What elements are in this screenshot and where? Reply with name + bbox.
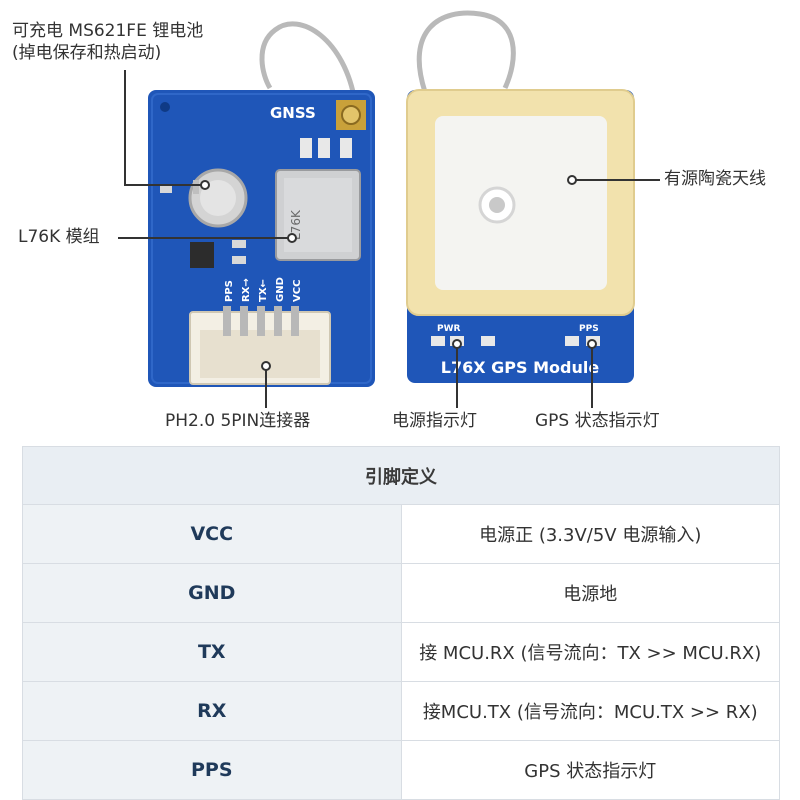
table-row: PPS GPS 状态指示灯 — [22, 740, 780, 800]
pin-label-rx: RX→ — [241, 278, 252, 302]
table-row: GND 电源地 — [22, 563, 780, 623]
pin-name: VCC — [22, 504, 402, 564]
table-row: TX 接 MCU.RX (信号流向：TX >> MCU.RX) — [22, 622, 780, 682]
back-board: PWR PPS L76X GPS Module — [406, 89, 635, 383]
pin-label-gnd: GND — [275, 277, 286, 302]
pin-name: GND — [22, 563, 402, 623]
product-figure: GNSS L76K PPS RX→ TX← — [12, 10, 766, 431]
battery-icon — [188, 168, 248, 228]
product-illustration: GNSS L76K PPS RX→ TX← — [118, 10, 660, 408]
ceramic-antenna-icon — [406, 89, 635, 316]
antenna-callout: 有源陶瓷天线 — [664, 169, 766, 189]
pin-description: GPS 状态指示灯 — [400, 740, 780, 800]
ph2-connector-icon — [189, 306, 331, 385]
table-row: RX 接MCU.TX (信号流向：MCU.TX >> RX) — [22, 681, 780, 741]
battery-callout-line2: (掉电保存和热启动) — [12, 43, 162, 64]
pin-name: RX — [22, 681, 402, 741]
l76k-module-icon: L76K — [275, 169, 361, 261]
pin-description: 电源地 — [400, 563, 780, 623]
pwr-label: PWR — [437, 324, 461, 334]
connector-callout: PH2.0 5PIN连接器 — [165, 411, 311, 431]
pin-label-pps: PPS — [224, 280, 235, 302]
pin-name: PPS — [22, 740, 402, 800]
front-antenna-cable — [259, 21, 358, 103]
pwr-led-icon — [431, 336, 445, 346]
table-header-row: 引脚定义 — [22, 446, 780, 505]
table-header: 引脚定义 — [22, 446, 780, 505]
gnss-label: GNSS — [270, 104, 316, 122]
pin-label-vcc: VCC — [292, 280, 303, 302]
pps-label: PPS — [579, 324, 599, 334]
ipex-connector-icon — [336, 100, 366, 130]
chip-label: L76K — [289, 209, 303, 240]
pin-description: 接 MCU.RX (信号流向：TX >> MCU.RX) — [400, 622, 780, 682]
pin-definition-table: 引脚定义 VCC 电源正 (3.3V/5V 电源输入) GND 电源地 TX 接… — [22, 446, 780, 800]
gps-led-callout: GPS 状态指示灯 — [535, 411, 660, 431]
battery-callout: 可充电 MS621FE 锂电池 (掉电保存和热启动) — [12, 20, 203, 64]
table-row: VCC 电源正 (3.3V/5V 电源输入) — [22, 504, 780, 564]
back-antenna-cable — [416, 10, 516, 93]
battery-callout-line1: 可充电 MS621FE 锂电池 — [12, 21, 204, 41]
pin-description: 接MCU.TX (信号流向：MCU.TX >> RX) — [400, 681, 780, 741]
module-callout: L76K 模组 — [18, 227, 100, 247]
callout-lines — [118, 70, 660, 408]
regulator-chip — [190, 242, 214, 268]
pwr-led-callout: 电源指示灯 — [392, 411, 477, 431]
board-title: L76X GPS Module — [441, 358, 600, 377]
pin-name: TX — [22, 622, 402, 682]
pin-description: 电源正 (3.3V/5V 电源输入) — [400, 504, 780, 564]
pin-label-tx: TX← — [258, 279, 269, 302]
